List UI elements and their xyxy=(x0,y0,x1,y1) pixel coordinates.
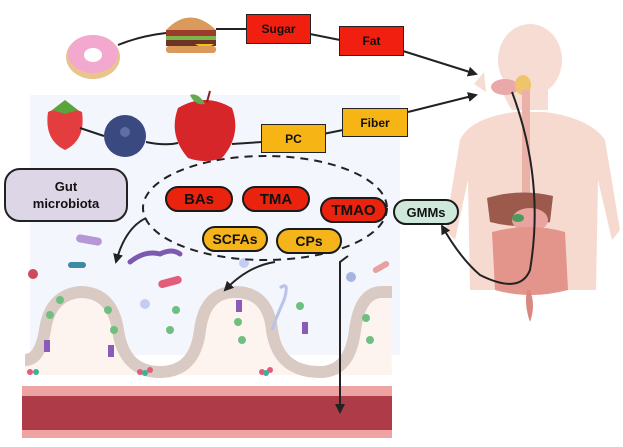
donut-icon xyxy=(66,35,120,79)
apple-icon xyxy=(174,90,236,161)
metabolite-tma: TMA xyxy=(242,186,310,212)
strawberry-icon xyxy=(47,100,83,150)
nutrient-fat: Fat xyxy=(339,26,404,56)
gut-microbiota-line1: Gut xyxy=(54,179,78,194)
connector-lines xyxy=(79,28,344,146)
gut-microbiota-label: Gut microbiota xyxy=(4,168,128,222)
intestinal-villi-illustration xyxy=(24,285,392,379)
gut-microbiota-line2: microbiota xyxy=(32,196,100,211)
flow-arrows xyxy=(113,50,536,414)
metabolite-bas: BAs xyxy=(165,186,233,212)
metabolite-cps: CPs xyxy=(276,228,342,254)
bacteria-illustration xyxy=(28,234,390,331)
burger-icon xyxy=(166,17,216,53)
blood-vessel-illustration xyxy=(22,386,392,438)
metabolite-scfas: SCFAs xyxy=(202,226,268,252)
nutrient-pc: PC xyxy=(261,124,326,153)
blueberry-icon xyxy=(104,115,146,157)
metabolite-cluster-boundary xyxy=(142,155,388,261)
nutrient-sugar: Sugar xyxy=(246,14,311,44)
gmms-label: GMMs xyxy=(393,199,459,225)
nutrient-fiber: Fiber xyxy=(342,108,408,137)
metabolite-tmao: TMAO xyxy=(320,197,387,223)
